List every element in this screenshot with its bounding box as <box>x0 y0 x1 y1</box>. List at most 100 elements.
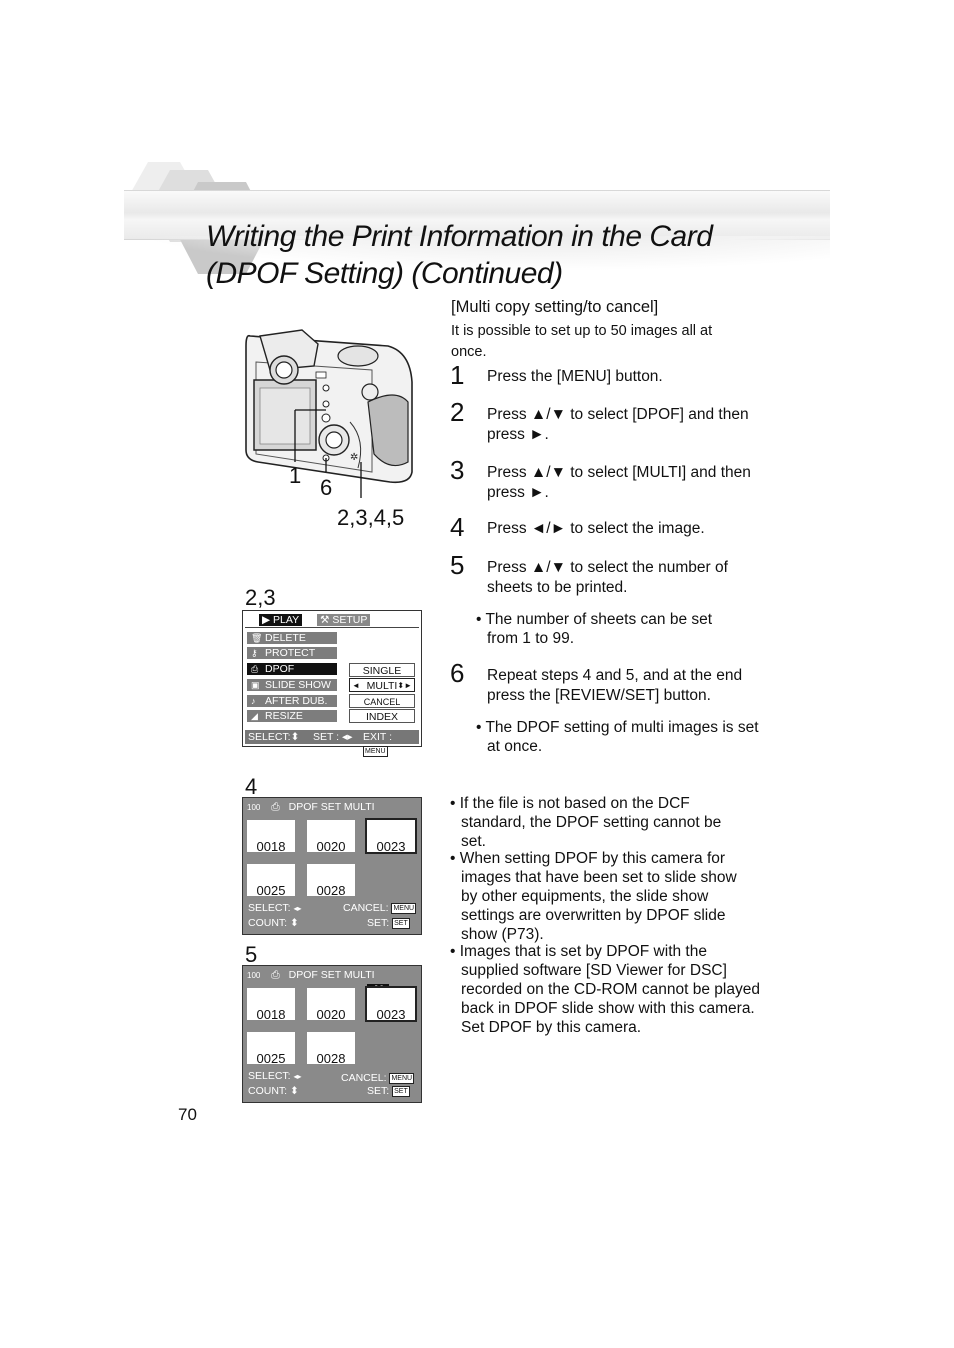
thumbnail[interactable]: 0028 <box>307 1032 355 1066</box>
thumbnail[interactable]: 0025 <box>247 864 295 898</box>
thumbnail-number: 0020 <box>316 1007 346 1022</box>
camera-label-menu-button: 1 <box>289 463 302 488</box>
tab-setup[interactable]: ⚒ SETUP <box>317 614 371 626</box>
footer-select-label: SELECT: <box>248 902 291 914</box>
folder-number: 100 <box>247 803 261 812</box>
footer-set: SET: SET <box>367 1085 410 1097</box>
option-index[interactable]: INDEX <box>349 709 415 723</box>
folder-number: 100 <box>247 971 261 980</box>
menu-key-icon: MENU <box>363 745 388 757</box>
page-title: Writing the Print Information in the Car… <box>206 218 713 292</box>
step-number: 1 <box>450 360 465 390</box>
footer-cancel: CANCEL: MENU <box>341 1072 415 1084</box>
menu-item-label: DPOF <box>265 663 295 675</box>
menu-item-label: RESIZE <box>265 710 303 722</box>
footer-count: COUNT: ⬍ <box>248 1085 299 1097</box>
slideshow-icon: ▣ <box>251 680 260 690</box>
tab-play[interactable]: ▶ PLAY <box>259 614 303 626</box>
step-text: Press the [MENU] button. <box>487 368 663 385</box>
dpof-multi-screen-step5: 100 ⎙ DPOF SET MULTI ⎙3 0018 0020 0023 0… <box>242 965 422 1103</box>
option-cancel[interactable]: CANCEL <box>349 694 415 708</box>
menu-item-label: DELETE <box>265 632 306 644</box>
up-down-arrow-icon: ⬍ <box>290 917 299 929</box>
menu-item-protect[interactable]: ⚷PROTECT <box>247 647 337 659</box>
footer-select-label: SELECT: <box>248 731 291 743</box>
title-line-1: Writing the Print Information in the Car… <box>206 220 713 253</box>
set-key-icon: SET <box>392 1085 410 1097</box>
option-single[interactable]: SINGLE <box>349 663 415 677</box>
menu-screen: ▶ PLAY ⚒ SETUP 🗑DELETE ⚷PROTECT ⎙ DPOF ▣ S… <box>242 610 422 757</box>
menu-item-label: AFTER DUB. <box>265 695 328 707</box>
menu-item-delete[interactable]: 🗑DELETE <box>247 632 337 644</box>
footer-count: COUNT: ⬍ <box>248 917 299 929</box>
menu-item-dpof[interactable]: ⎙ DPOF <box>247 663 337 675</box>
resize-icon: ◢ <box>251 711 258 721</box>
left-right-arrow-icon: ◂▸ <box>293 1072 302 1081</box>
step-number: 6 <box>450 658 465 688</box>
thumbnail-number: 0028 <box>316 1051 346 1066</box>
panel-label-4: 4 <box>245 774 258 799</box>
footer-select: SELECT: ◂▸ <box>248 1070 302 1082</box>
step-text: Press ▲/▼ to select [MULTI] and then pre… <box>487 464 751 501</box>
thumbnail-number: 0025 <box>256 1051 286 1066</box>
step-6-note: • The DPOF setting of multi images is se… <box>476 719 759 755</box>
footer-select: SELECT:⬍ <box>248 730 299 744</box>
footer-set: SET: SET <box>367 917 410 929</box>
footer-set-label: SET: <box>367 1085 390 1097</box>
footer-cancel-label: CANCEL: <box>341 1072 387 1084</box>
footer-cancel-label: CANCEL: <box>343 902 389 914</box>
print-icon: ⎙ <box>271 801 280 813</box>
step-number: 4 <box>450 512 465 542</box>
title-line-2: (DPOF Setting) (Continued) <box>206 257 563 290</box>
menu-item-resize[interactable]: ◢ RESIZE <box>247 710 337 722</box>
thumbnail-number: 0028 <box>316 883 346 898</box>
footer-set: SET : ◂▸ <box>313 730 353 744</box>
set-key-icon: SET <box>392 917 410 929</box>
print-icon: ⎙ <box>271 969 280 981</box>
footer-set-label: SET : <box>313 731 340 743</box>
footer-select: SELECT: ◂▸ <box>248 902 302 914</box>
thumbnail[interactable]: 0025 <box>247 1032 295 1066</box>
section-heading: [Multi copy setting/to cancel] <box>451 298 659 316</box>
note-sd-viewer: • Images that is set by DPOF with the su… <box>450 943 760 1036</box>
note-slide-show: • When setting DPOF by this camera for i… <box>450 850 737 943</box>
thumbnail-selected[interactable]: 0023 <box>365 818 417 854</box>
menu-item-label: SLIDE SHOW <box>265 679 331 691</box>
option-multi[interactable]: ◄ MULTI ⬍► <box>349 678 415 692</box>
left-right-arrow-icon: ◂▸ <box>342 731 353 743</box>
print-icon: ⎙ <box>251 664 259 674</box>
left-right-arrow-icon: ◂▸ <box>293 904 302 913</box>
dpof-screen-header: 100 ⎙ DPOF SET MULTI <box>247 801 375 814</box>
svg-text:✲: ✲ <box>350 452 358 463</box>
step-text: Press ▲/▼ to select the number of sheets… <box>487 559 728 596</box>
thumbnail[interactable]: 0018 <box>247 820 295 854</box>
step-number: 5 <box>450 550 465 580</box>
menu-screen-footer: SELECT:⬍ SET : ◂▸ EXIT : MENU <box>245 730 419 757</box>
footer-exit: EXIT : MENU <box>363 730 419 758</box>
panel-label-2-3: 2,3 <box>245 585 276 610</box>
menu-item-after-dub[interactable]: ♪ AFTER DUB. <box>247 695 337 707</box>
header-wave <box>124 236 830 270</box>
dpof-multi-screen-step4: 100 ⎙ DPOF SET MULTI 0018 0020 0023 0025… <box>242 797 422 935</box>
microphone-icon: ♪ <box>251 696 256 706</box>
option-multi-label: MULTI <box>366 680 398 692</box>
trash-icon: 🗑 <box>251 633 263 643</box>
thumbnail[interactable]: 0020 <box>307 988 355 1022</box>
thumbnail[interactable]: 0028 <box>307 864 355 898</box>
panel-label-5: 5 <box>245 942 258 967</box>
up-down-arrow-icon: ⬍ <box>290 731 300 743</box>
tab-setup-label: SETUP <box>332 614 368 626</box>
step-number: 2 <box>450 397 465 427</box>
thumbnail[interactable]: 0020 <box>307 820 355 854</box>
thumbnail-number: 0020 <box>316 839 346 854</box>
dpof-screen-header: 100 ⎙ DPOF SET MULTI <box>247 969 375 982</box>
menu-item-slide-show[interactable]: ▣ SLIDE SHOW <box>247 679 337 691</box>
footer-set-label: SET: <box>367 917 390 929</box>
thumbnail-number: 0023 <box>376 1007 406 1022</box>
thumbnail-selected[interactable]: 0023 <box>365 986 417 1022</box>
wrench-icon: ⚒ <box>320 614 330 626</box>
step-text: Press ▲/▼ to select [DPOF] and then pres… <box>487 406 749 443</box>
thumbnail[interactable]: 0018 <box>247 988 295 1022</box>
footer-cancel: CANCEL: MENU <box>343 902 417 914</box>
step-text: Press ◄/► to select the image. <box>487 520 705 537</box>
